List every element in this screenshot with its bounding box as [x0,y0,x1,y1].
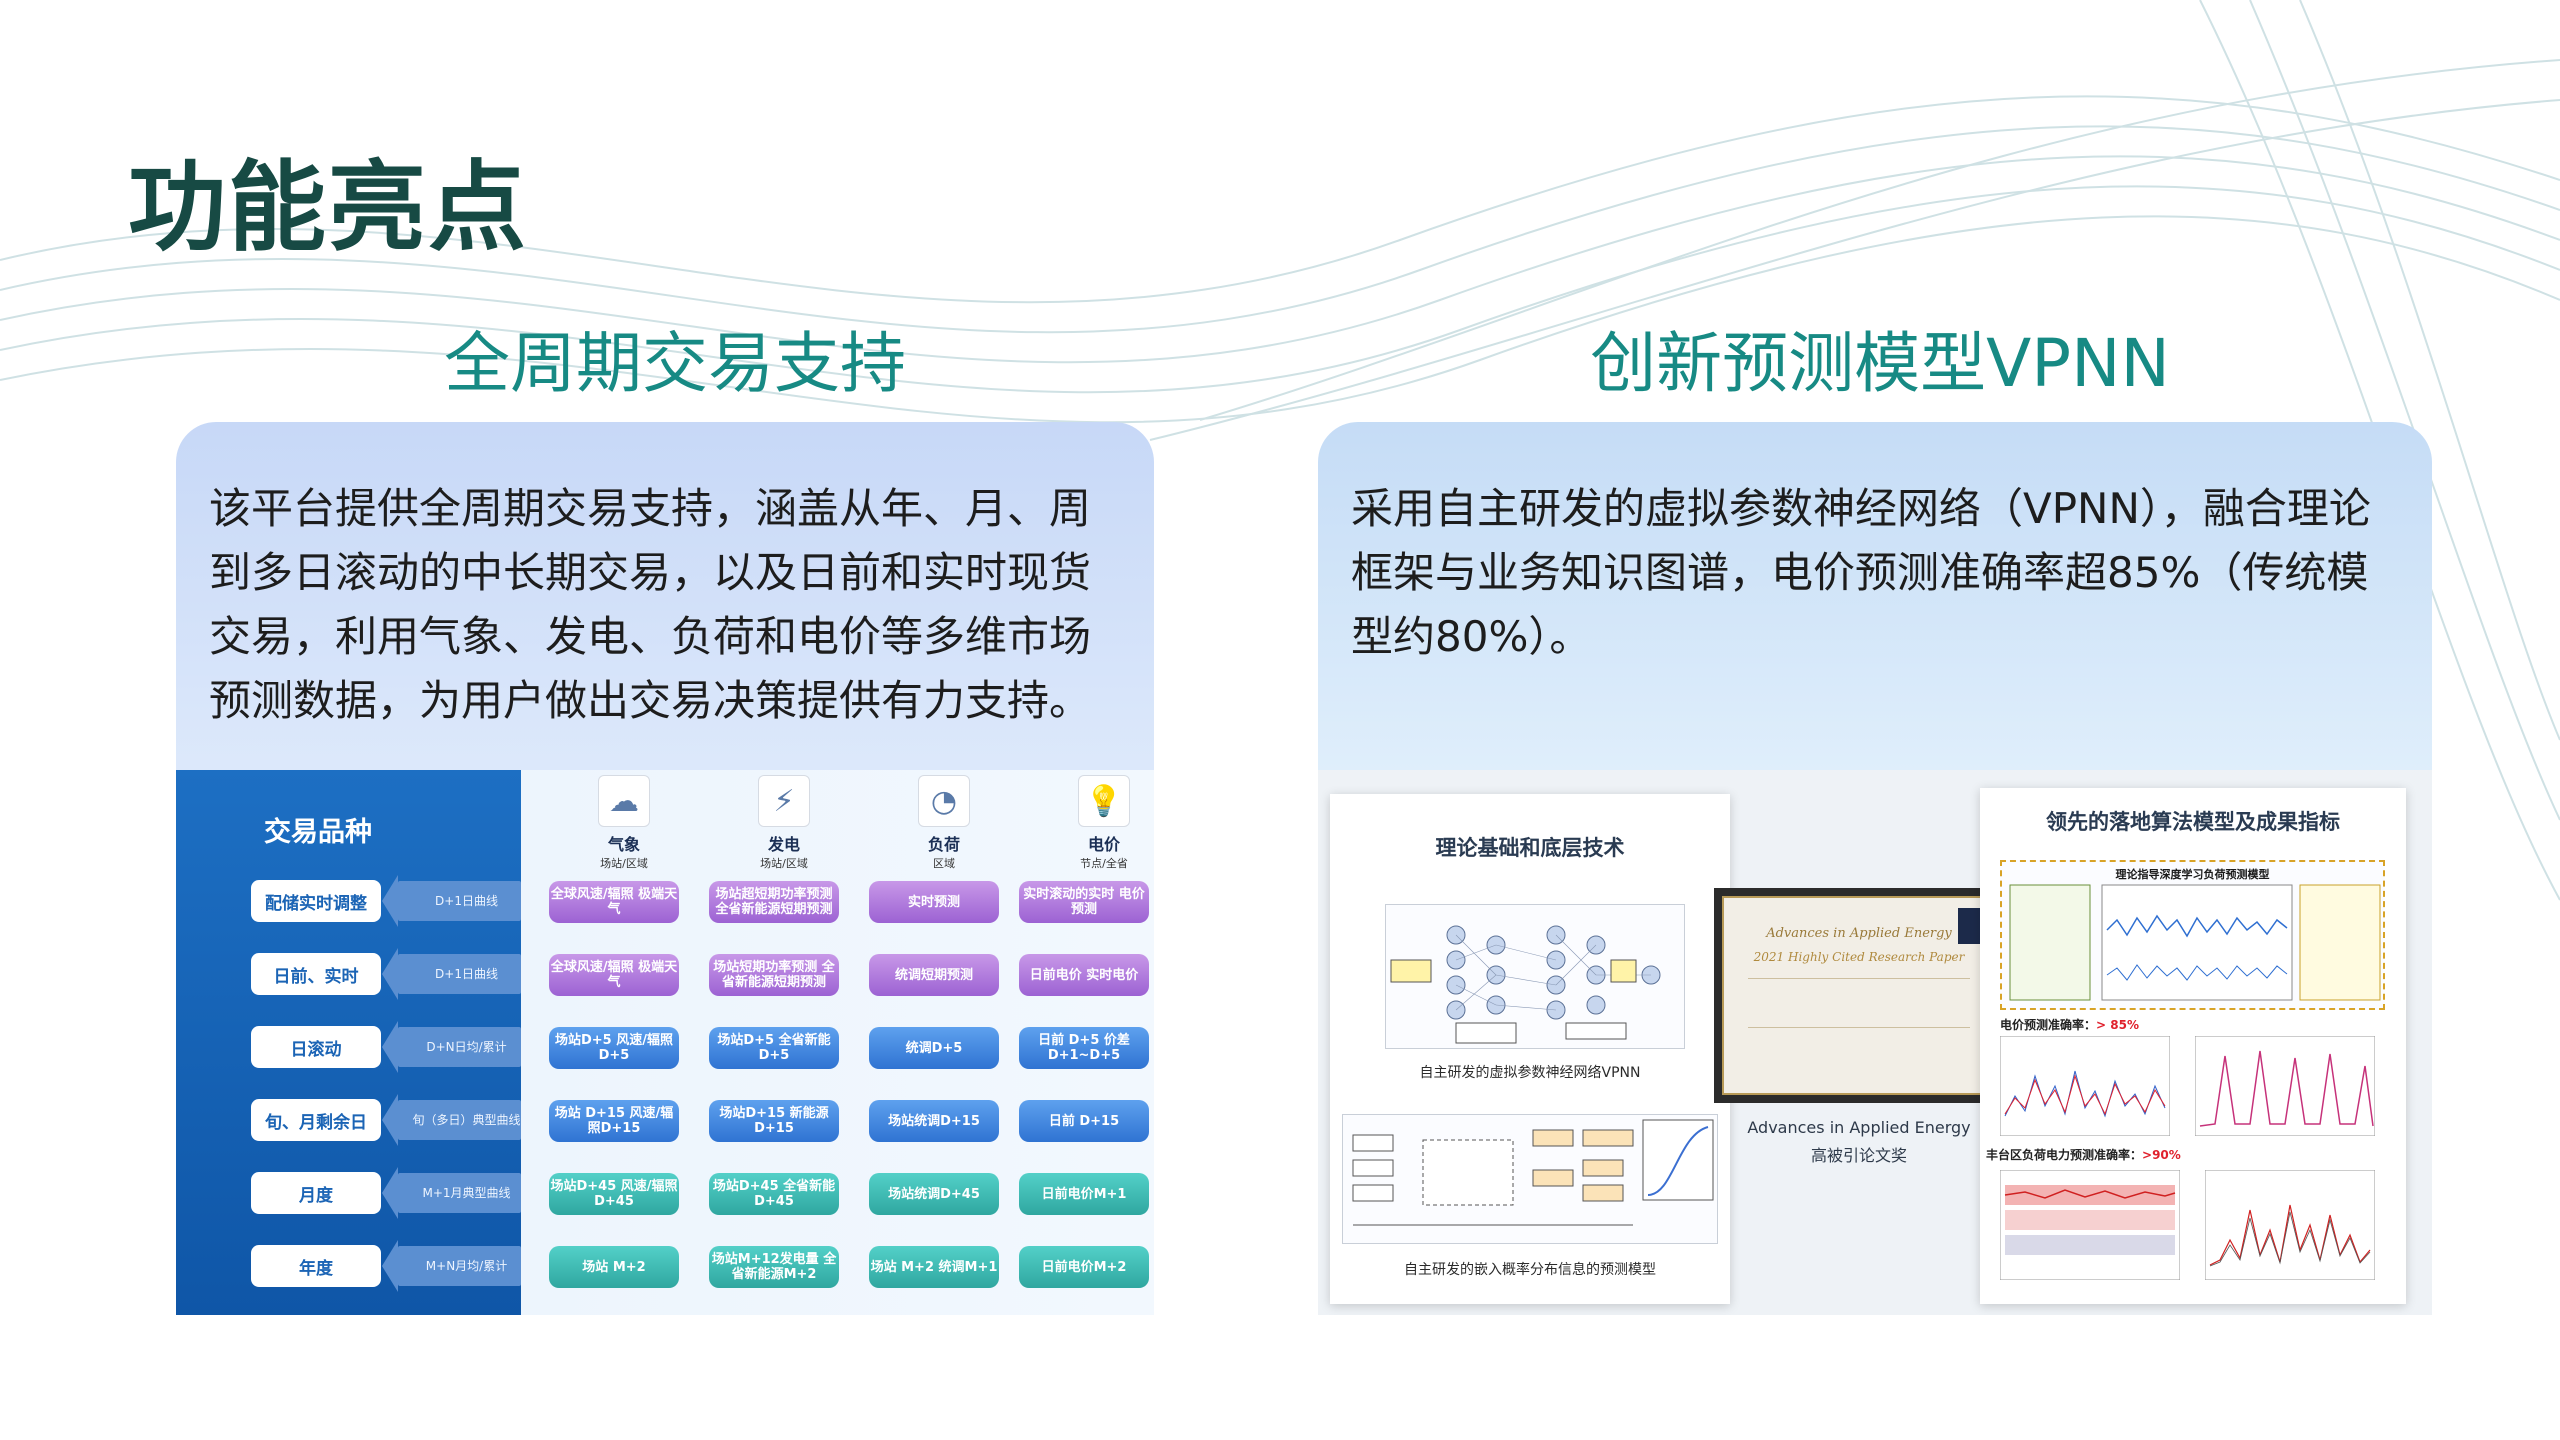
variety-arrow: M+N月均/累计 [382,1240,521,1292]
certificate-award: 2021 Highly Cited Research Paper [1753,950,1965,964]
variety-pill: 配储实时调整 [251,880,381,922]
variety-pill: 年度 [251,1245,381,1287]
neural-network-graphic [1390,925,1661,1044]
vpnn-caption: 自主研发的虚拟参数神经网络VPNN [1419,1065,1641,1081]
variety-arrow: D+1日曲线 [382,875,521,927]
probability-model-diagram [1342,1114,1718,1244]
table-cell: 日前 D+15 [1019,1100,1149,1142]
vpnn-illustration: 理论基础和底层技术 [1318,770,2432,1315]
theory-panel: 理论基础和底层技术 [1330,794,1730,1304]
load-forecast-chart [2195,1036,2375,1136]
variety-arrow: M+1月典型曲线 [382,1167,521,1219]
table-cell: 场站D+15 新能源D+15 [709,1100,839,1142]
algorithm-results-panel: 领先的落地算法模型及成果指标 理论指导深度学习负荷预测模型 电价预测准确率：> … [1980,788,2406,1304]
column-header-generation: ⚡ 发电 场站/区域 [729,775,839,871]
certificate-caption-1: Advances in Applied Energy [1747,1118,1971,1137]
variety-pill: 日滚动 [251,1026,381,1068]
variety-pill: 月度 [251,1172,381,1214]
award-certificate: Advances in Applied Energy 2021 Highly C… [1714,888,2004,1103]
table-cell: 日前 D+5 价差 D+1~D+5 [1019,1027,1149,1069]
load-forecast-diagram-title: 理论指导深度学习负荷预测模型 [2115,868,2270,881]
table-cell: 场站D+5 风速/辐照 D+5 [549,1027,679,1069]
table-cell: 场站 D+15 风速/辐照D+15 [549,1100,679,1142]
table-cell: 全球风速/辐照 极端天气 [549,881,679,923]
vpnn-network-diagram [1385,904,1685,1049]
district-load-chart [2000,1170,2180,1280]
trade-support-card: 该平台提供全周期交易支持，涵盖从年、月、周到多日滚动的中长期交易，以及日前和实时… [176,422,1154,1315]
lightbulb-icon: 💡 [1078,775,1130,827]
table-cell: 场站统调D+15 [869,1100,999,1142]
table-cell: 场站 M+2 统调M+1 [869,1246,999,1288]
journal-cover-icon [1958,908,1980,944]
weather-icon: ☁ [598,775,650,827]
page-title: 功能亮点 [128,151,529,265]
load-forecast-diagram: 理论指导深度学习负荷预测模型 [2000,860,2385,1010]
algorithm-results-title: 领先的落地算法模型及成果指标 [2046,810,2340,834]
load-forecast-graphic [2009,884,2381,1001]
power-generation-icon: ⚡ [758,775,810,827]
variety-arrow: D+N日均/累计 [382,1021,521,1073]
trade-varieties-table: 交易品种 配储实时调整 D+1日曲线 日前、实时 D+1日曲线 日滚动 D+N日… [176,770,1154,1315]
table-cell: 场站D+5 全省新能D+5 [709,1027,839,1069]
theory-panel-title: 理论基础和底层技术 [1435,836,1625,860]
table-cell: 统调D+5 [869,1027,999,1069]
table-cell: 日前电价 实时电价 [1019,954,1149,996]
table-cell: 实时预测 [869,881,999,923]
column-header-weather: ☁ 气象 场站/区域 [569,775,679,871]
table-cell: 场站 M+2 [549,1246,679,1288]
meter-icon: ◔ [918,775,970,827]
table-cell: 场站M+12发电量 全省新能源M+2 [709,1246,839,1288]
table-cell: 日前电价M+2 [1019,1246,1149,1288]
table-cell: 实时滚动的实时 电价预测 [1019,881,1149,923]
table-cell: 场站D+45 全省新能D+45 [709,1173,839,1215]
certificate-caption-2: 高被引论文奖 [1810,1146,1907,1165]
table-cell: 全球风速/辐照 极端天气 [549,954,679,996]
vpnn-card: 采用自主研发的虚拟参数神经网络（VPNN），融合理论框架与业务知识图谱，电价预测… [1318,422,2432,1315]
table-cell: 场站统调D+45 [869,1173,999,1215]
probability-model-graphic [1352,1119,1714,1226]
column-header-load: ◔ 负荷 区域 [889,775,999,871]
variety-arrow: D+1日曲线 [382,948,521,1000]
table-cell: 场站超短期功率预测 全省新能源短期预测 [709,881,839,923]
table-cell: 统调短期预测 [869,954,999,996]
left-section-title: 全周期交易支持 [444,325,906,402]
price-accuracy-metric: 电价预测准确率：> 85% [2000,1018,2139,1032]
probability-model-caption: 自主研发的嵌入概率分布信息的预测模型 [1404,1262,1656,1278]
variety-pill: 日前、实时 [251,953,381,995]
trade-support-description: 该平台提供全周期交易支持，涵盖从年、月、周到多日滚动的中长期交易，以及日前和实时… [209,484,1092,725]
table-cell: 场站D+45 风速/辐照D+45 [549,1173,679,1215]
variety-arrow: 旬（多日）典型曲线 [382,1094,521,1146]
trade-varieties-title: 交易品种 [264,817,372,848]
column-header-price: 💡 电价 节点/全省 [1049,775,1154,871]
table-cell: 日前电价M+1 [1019,1173,1149,1215]
certificate-body [1748,978,1970,1028]
variety-pill: 旬、月剩余日 [251,1099,381,1141]
certificate-journal: Advances in Applied Energy [1766,926,1952,941]
price-forecast-chart [2000,1036,2170,1136]
table-cell: 场站短期功率预测 全省新能源短期预测 [709,954,839,996]
district-price-chart [2205,1170,2375,1280]
vpnn-description: 采用自主研发的虚拟参数神经网络（VPNN），融合理论框架与业务知识图谱，电价预测… [1351,484,2371,661]
right-section-title: 创新预测模型VPNN [1590,325,2170,402]
load-accuracy-metric: 丰台区负荷电力预测准确率：>90% [1986,1148,2181,1162]
